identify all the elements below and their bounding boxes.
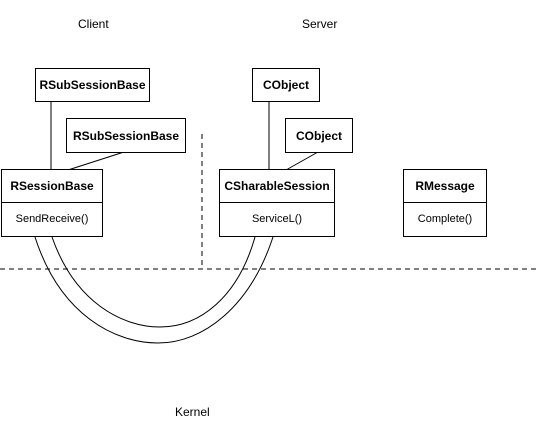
class-operation: SendReceive(): [15, 213, 89, 225]
class-cobject-inner: CObject: [285, 118, 353, 153]
class-name: RSubSessionBase: [72, 128, 180, 143]
message-path-outer: [34, 236, 274, 344]
class-name: RSessionBase: [10, 179, 94, 193]
class-rsubsessionbase-top: RSubSessionBase: [35, 68, 150, 102]
class-csharablesession: CSharableSession ServiceL(): [219, 169, 335, 237]
connector-cobject-inner-to-csharable: [285, 151, 319, 171]
server-label: Server: [302, 17, 338, 31]
class-name: RSubSessionBase: [39, 78, 146, 92]
class-name: CObject: [295, 128, 342, 143]
class-divider: [2, 202, 102, 203]
class-name: RMessage: [415, 179, 475, 193]
class-name: CSharableSession: [224, 179, 330, 193]
class-divider: [404, 202, 486, 203]
class-rsessionbase: RSessionBase SendReceive(): [1, 169, 103, 237]
class-rmessage: RMessage Complete(): [403, 169, 487, 237]
class-name: CObject: [262, 78, 309, 92]
message-path-inner: [51, 236, 256, 328]
kernel-label: Kernel: [175, 405, 210, 419]
class-rsubsessionbase-inner: RSubSessionBase: [66, 118, 186, 153]
connector-rsubsession-inner-to-rsession: [67, 151, 125, 171]
class-divider: [220, 202, 334, 203]
class-cobject-top: CObject: [252, 68, 320, 102]
class-operation: ServiceL(): [251, 213, 303, 225]
class-operation: Complete(): [417, 213, 473, 225]
client-label: Client: [78, 17, 109, 31]
